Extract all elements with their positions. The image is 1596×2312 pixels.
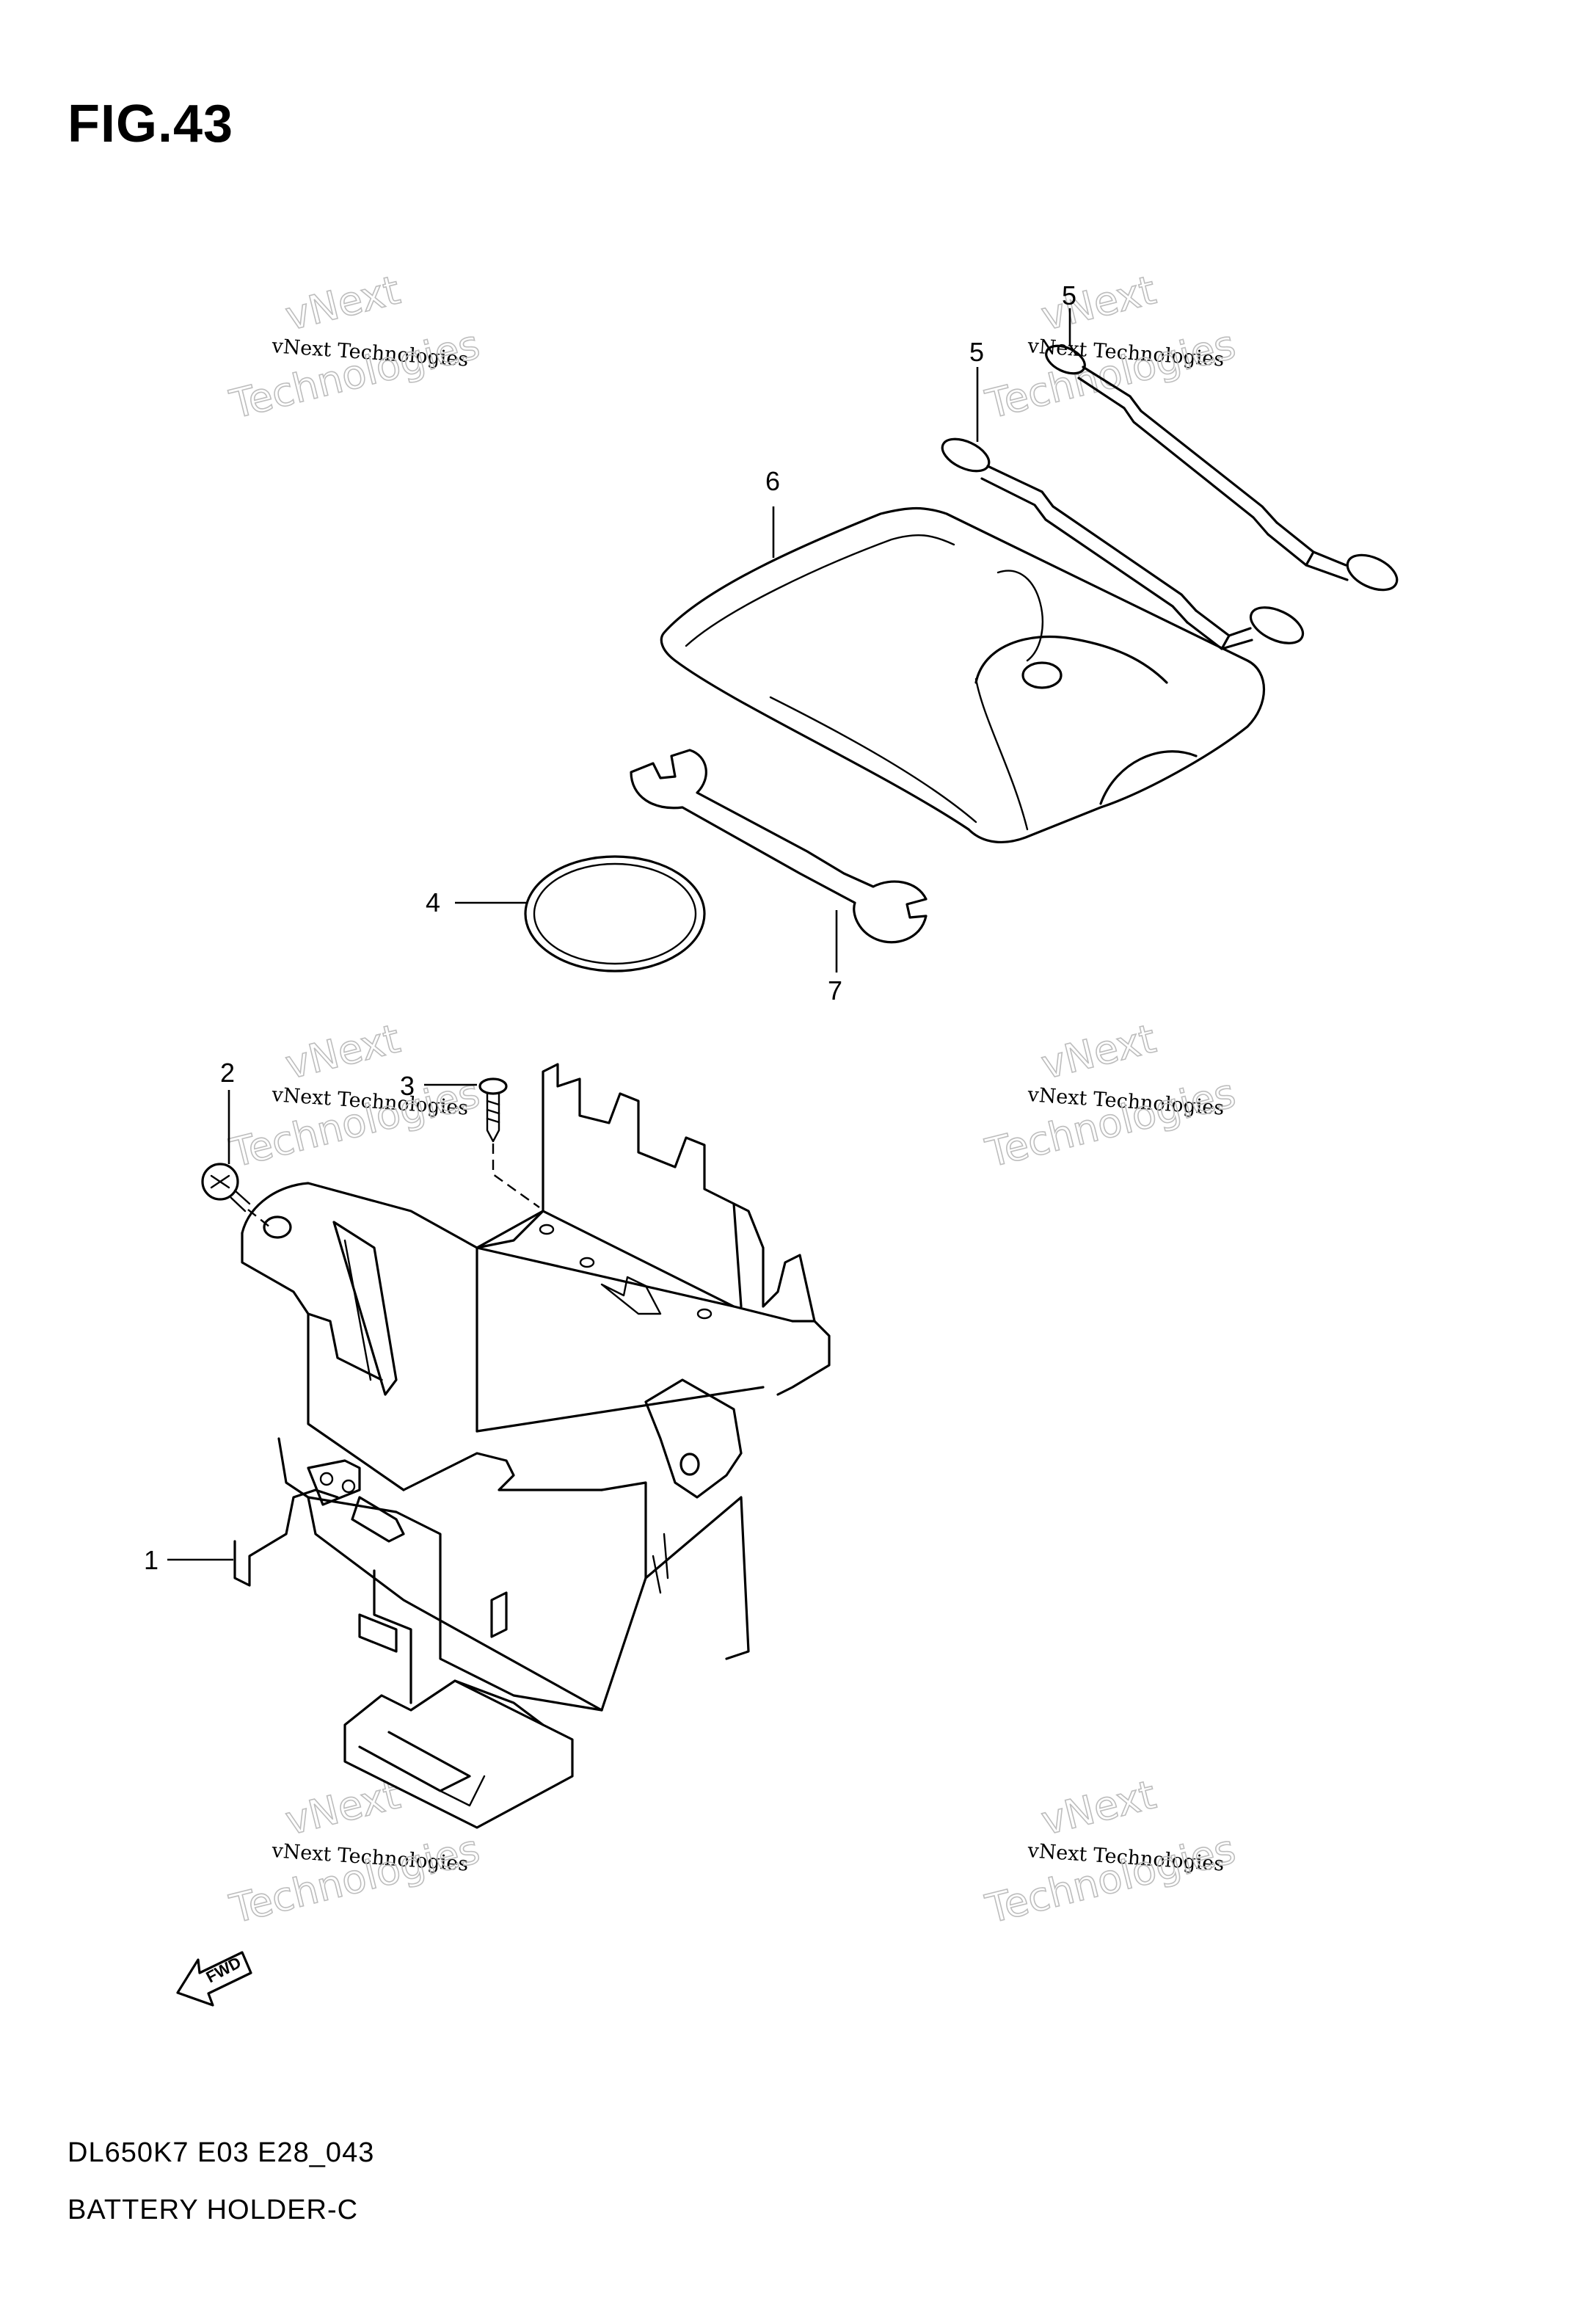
watermark-top-left: vNext vNext Technologies Technologies	[225, 266, 484, 429]
watermark-mid-left: vNext vNext Technologies Technologies	[225, 1015, 484, 1177]
svg-text:Technologies: Technologies	[225, 1070, 484, 1177]
callout-5b: 5	[969, 337, 984, 367]
part-5-cable-upper	[1045, 344, 1399, 592]
svg-text:FWD: FWD	[203, 1953, 244, 1987]
part-1-battery-holder	[233, 1063, 831, 1829]
svg-text:Technologies: Technologies	[225, 321, 484, 428]
part-6-tool-bag	[660, 506, 1265, 844]
figure-title: FIG.43	[68, 95, 234, 153]
svg-text:Technologies: Technologies	[225, 1826, 484, 1933]
part-7-spanner	[630, 749, 928, 944]
svg-text:Technologies: Technologies	[981, 1826, 1240, 1933]
fwd-arrow-icon: FWD	[176, 1951, 252, 2007]
callout-4: 4	[426, 887, 440, 917]
watermark-top-right: vNext vNext Technologies Technologies	[980, 266, 1240, 429]
part-3-screw	[478, 1077, 508, 1143]
svg-text:vNext: vNext	[1037, 1015, 1160, 1088]
svg-text:vNext: vNext	[281, 266, 404, 339]
svg-text:Technologies: Technologies	[981, 321, 1240, 428]
svg-text:vNext: vNext	[1037, 1771, 1160, 1844]
part-2-bolt	[201, 1163, 251, 1213]
svg-text:vNext: vNext	[1037, 266, 1160, 339]
callout-2: 2	[220, 1058, 235, 1088]
watermark-bottom-left: vNext vNext Technologies Technologies	[225, 1771, 484, 1933]
callout-3: 3	[400, 1071, 415, 1101]
model-code: DL650K7 E03 E28_043	[68, 2137, 375, 2168]
callout-7: 7	[828, 975, 842, 1006]
screw-guide-line	[492, 1144, 540, 1208]
svg-text:vNext: vNext	[281, 1015, 404, 1088]
svg-text:Technologies: Technologies	[981, 1070, 1240, 1177]
part-4-rubber-band	[524, 855, 706, 973]
callout-6: 6	[765, 466, 780, 496]
diagram-name: BATTERY HOLDER-C	[68, 2195, 359, 2225]
watermark-mid-right: vNext vNext Technologies Technologies	[980, 1015, 1240, 1177]
part-5-cable-lower	[941, 437, 1305, 650]
watermark-bottom-right: vNext vNext Technologies Technologies	[980, 1771, 1240, 1933]
callout-5a: 5	[1062, 280, 1076, 310]
callout-1: 1	[144, 1545, 158, 1575]
